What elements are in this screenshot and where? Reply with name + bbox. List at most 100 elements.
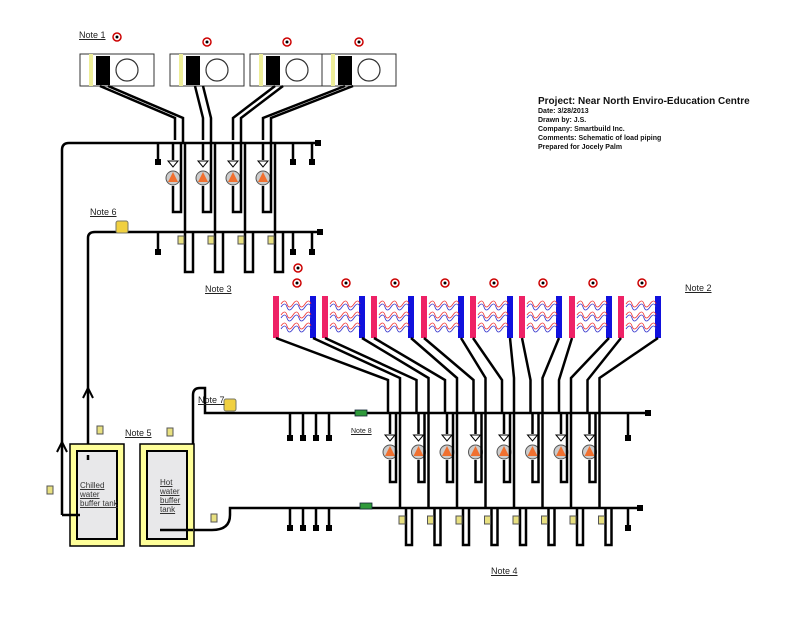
pump-impeller xyxy=(385,446,395,456)
return-loop xyxy=(243,143,255,274)
filter xyxy=(259,54,263,86)
panel-return-pipe xyxy=(569,337,610,508)
sensor-dot xyxy=(640,281,644,285)
return-loop xyxy=(604,508,613,547)
fan-coil-pipe xyxy=(193,85,205,140)
tube-blue xyxy=(428,325,460,333)
supply-manifold xyxy=(371,296,377,338)
tube-blue xyxy=(378,303,410,311)
pump-impeller xyxy=(499,446,509,456)
pump-loop xyxy=(445,413,455,484)
thermostat-sensor-icon xyxy=(637,278,647,288)
thermostat-sensor-icon xyxy=(292,278,302,288)
fan-coil-pipe xyxy=(201,85,213,143)
pipe-cap xyxy=(309,159,315,165)
tube-blue xyxy=(280,314,312,322)
panel-supply-pipe xyxy=(471,337,504,413)
valve-icon xyxy=(569,515,577,525)
tube-blue xyxy=(329,314,361,322)
tube-red xyxy=(576,322,608,330)
panel-return-pipe xyxy=(361,336,430,508)
pump-loop xyxy=(417,413,426,484)
valve-icon xyxy=(166,427,174,437)
prepared-for-text: Prepared for Jocely Palm xyxy=(538,144,623,151)
note-1: Note 1 xyxy=(79,30,106,40)
radiant-panel-manifold xyxy=(618,296,661,338)
panel-supply-pipe xyxy=(586,337,622,413)
air-separator-icon xyxy=(115,220,129,234)
valve-icon xyxy=(267,235,275,245)
valve-icon xyxy=(512,515,520,525)
fan-coil-pipe xyxy=(269,84,354,143)
pipe-cap xyxy=(637,505,643,511)
tube-blue xyxy=(477,303,509,311)
return-loop xyxy=(518,508,528,547)
flow-arrow-icon xyxy=(56,439,68,453)
circulator-pump-icon xyxy=(195,160,211,186)
thermostat-sensor-icon xyxy=(354,37,364,47)
return-manifold xyxy=(507,296,513,338)
radiant-panel-manifold xyxy=(371,296,414,338)
tube-blue xyxy=(280,303,312,311)
panel-return-pipe xyxy=(508,337,516,508)
tube-red xyxy=(526,311,558,319)
fan-coil-unit xyxy=(321,53,397,87)
date-text: Date: 3/28/2013 xyxy=(538,108,589,115)
check-valve xyxy=(412,434,425,442)
return-loop xyxy=(183,143,195,274)
pipe-cap xyxy=(625,525,631,531)
valve-icon xyxy=(207,235,215,245)
pipe-cap xyxy=(155,249,161,255)
note-4: Note 4 xyxy=(491,566,518,576)
tube-red xyxy=(428,311,460,319)
fan-coil-pipe xyxy=(99,84,177,140)
pump-loop xyxy=(559,413,569,484)
return-loop xyxy=(490,508,499,547)
pipe-cap xyxy=(326,525,332,531)
title-block: Project: Near North Enviro-Education Cen… xyxy=(538,96,750,152)
tube-blue xyxy=(625,314,657,322)
fan-wheel xyxy=(285,58,309,82)
sensor-dot xyxy=(285,40,289,44)
hot-supply-header xyxy=(191,386,648,455)
sensor-dot xyxy=(357,40,361,44)
thermostat-sensor-icon xyxy=(440,278,450,288)
tube-red xyxy=(329,300,361,308)
pump-loop xyxy=(531,413,540,484)
circulator-pump-icon xyxy=(496,434,512,460)
flow-arrow-icon xyxy=(82,385,94,399)
radiant-panel-manifold xyxy=(273,296,316,338)
check-valve xyxy=(440,434,454,442)
tube-red xyxy=(576,311,608,319)
pump-impeller xyxy=(198,172,208,182)
check-valve xyxy=(226,160,240,168)
circulator-pump-icon xyxy=(225,160,241,186)
thermostat-sensor-icon xyxy=(588,278,598,288)
coil xyxy=(186,56,200,85)
sensor-dot xyxy=(393,281,397,285)
panel-return-pipe xyxy=(410,337,459,508)
supply-manifold xyxy=(421,296,427,338)
supply-manifold xyxy=(519,296,525,338)
valve-icon xyxy=(484,515,491,525)
check-valve xyxy=(196,160,210,168)
thermostat-sensor-icon xyxy=(538,278,548,288)
return-loop xyxy=(273,143,285,274)
check-valve xyxy=(554,434,568,442)
tube-blue xyxy=(576,325,608,333)
fan-wheel xyxy=(115,58,139,82)
tube-red xyxy=(526,300,558,308)
check-valve xyxy=(383,434,397,442)
pipe-cap xyxy=(309,249,315,255)
fan-coil-unit xyxy=(249,53,325,87)
pump-impeller xyxy=(228,172,238,182)
return-manifold xyxy=(408,296,414,338)
tube-blue xyxy=(526,303,558,311)
pipe-cap xyxy=(313,435,319,441)
panel-return-pipe xyxy=(598,336,659,508)
supply-manifold xyxy=(470,296,476,338)
valve-icon xyxy=(210,513,218,523)
panel-supply-pipe xyxy=(520,337,532,413)
tube-blue xyxy=(477,314,509,322)
